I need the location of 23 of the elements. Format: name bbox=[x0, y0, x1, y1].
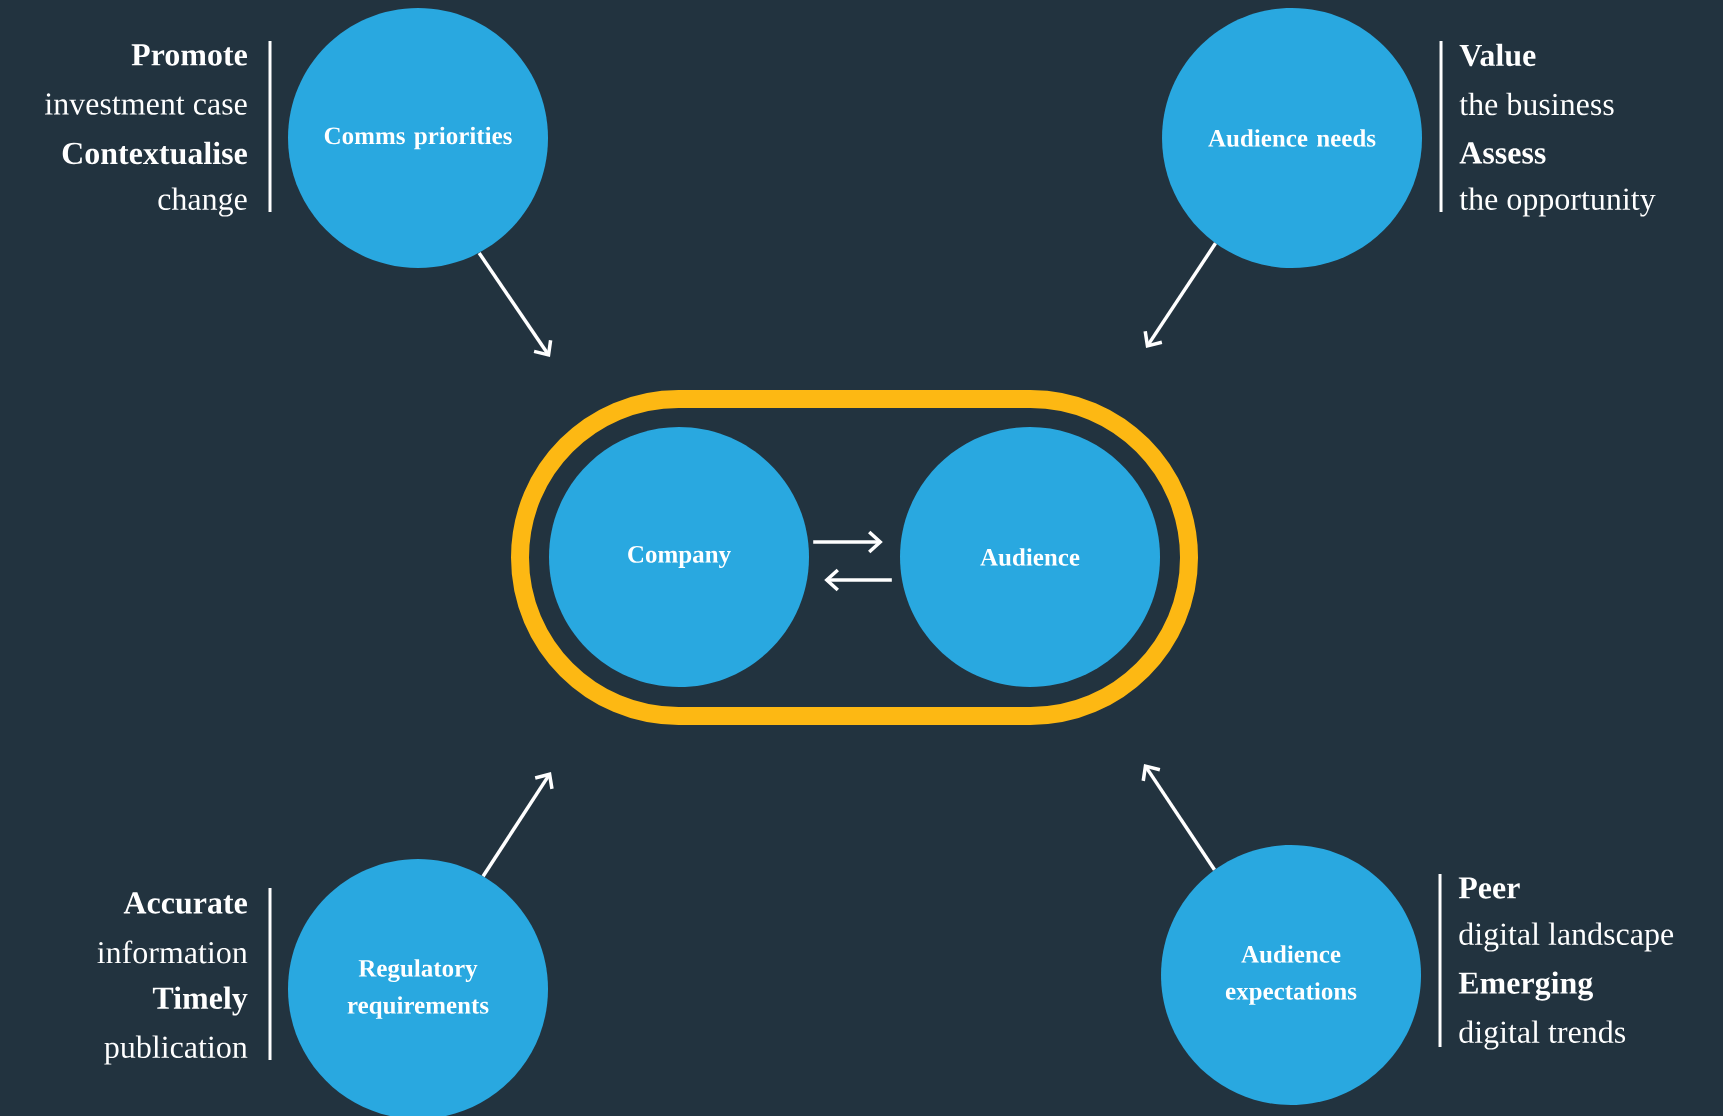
side-note: Peer bbox=[1458, 877, 1520, 899]
arrow bbox=[1141, 764, 1216, 871]
side-note: the opportunity bbox=[1459, 187, 1656, 217]
arrow bbox=[477, 251, 553, 357]
side-note: publication bbox=[104, 1035, 248, 1065]
side-note: investment case bbox=[45, 93, 247, 115]
side-note: Emerging bbox=[1458, 971, 1593, 1001]
side-note: digital landscape bbox=[1459, 922, 1674, 952]
side-note: Promote bbox=[131, 44, 247, 66]
arrow bbox=[1143, 242, 1217, 348]
side-note: Contextualise bbox=[62, 141, 247, 165]
arrow bbox=[813, 530, 883, 554]
side-note: information bbox=[97, 940, 248, 964]
side-note: the business bbox=[1459, 92, 1614, 116]
arrow bbox=[824, 568, 892, 592]
pill-outline bbox=[511, 390, 1198, 725]
side-note: Value bbox=[1459, 43, 1536, 67]
side-note: digital trends bbox=[1459, 1020, 1626, 1050]
side-note: Timely bbox=[152, 986, 248, 1016]
side-note: change bbox=[158, 187, 247, 217]
side-note: Assess bbox=[1459, 142, 1546, 164]
arrow bbox=[481, 772, 554, 878]
side-note: Accurate bbox=[123, 892, 247, 914]
